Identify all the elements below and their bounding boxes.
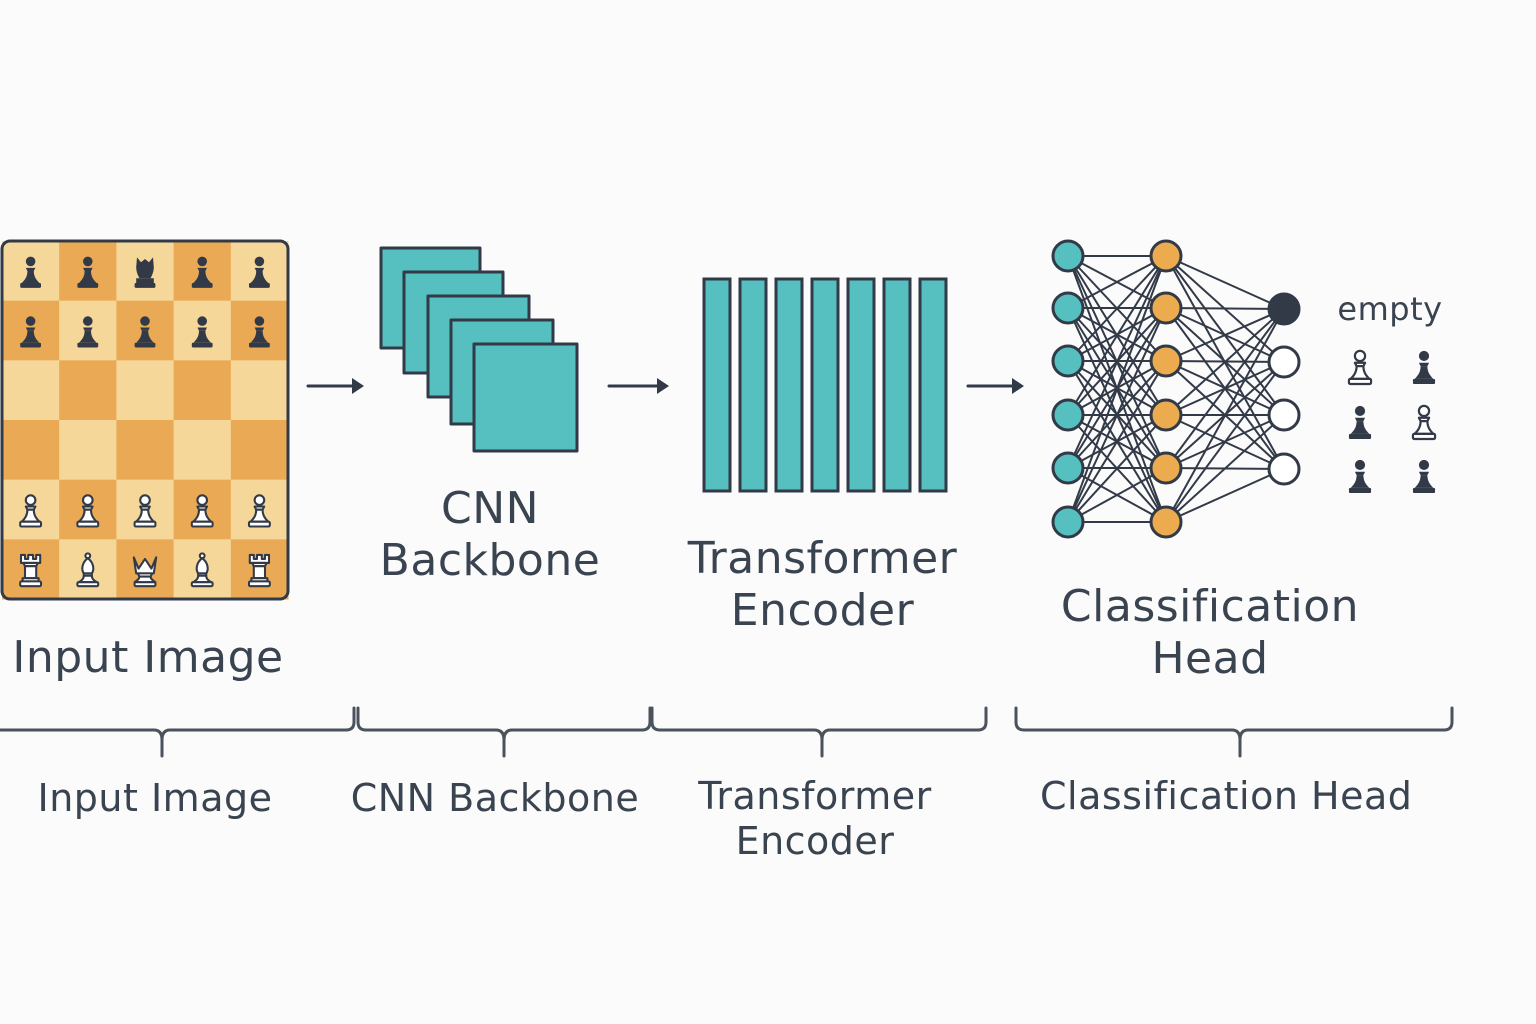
network-edge xyxy=(1165,308,1285,416)
input-node xyxy=(1051,505,1085,539)
network-edge xyxy=(1067,255,1167,416)
classification-label-line2: Head xyxy=(1151,632,1269,684)
output-node xyxy=(1267,292,1301,326)
classification-label-line1: Classification xyxy=(1060,581,1360,632)
network-edge xyxy=(1165,308,1285,523)
bracket-label-cnn-backbone: CNN Backbone xyxy=(350,776,640,820)
arrow-1 xyxy=(306,378,364,394)
bracket-transformer-encoder xyxy=(650,706,988,758)
network-edge xyxy=(1067,255,1167,469)
bracket-label-transformer-encoder: Transformer Encoder xyxy=(690,774,940,864)
transformer-layer xyxy=(738,277,768,493)
network-nodes xyxy=(1051,239,1301,539)
board-squares xyxy=(2,241,289,600)
network-edge xyxy=(1165,307,1285,310)
output-node xyxy=(1267,398,1301,432)
network-edge xyxy=(1067,360,1167,523)
network-edge xyxy=(1067,414,1167,523)
bracket-cnn-backbone xyxy=(356,706,652,758)
arrow-3 xyxy=(966,378,1024,394)
black-rook-icon xyxy=(134,257,156,288)
transformer-layer xyxy=(918,277,948,493)
input-node xyxy=(1051,239,1085,273)
board-border xyxy=(0,239,290,601)
black-pawn-icon xyxy=(1412,350,1436,384)
classification-network xyxy=(1051,239,1301,539)
network-edge xyxy=(1165,308,1285,362)
network-edge xyxy=(1165,255,1285,310)
network-edge xyxy=(1067,307,1167,523)
board-square xyxy=(2,360,60,421)
classification-head-label: Classification Head xyxy=(1040,581,1380,685)
network-edge xyxy=(1067,255,1167,523)
feature-map xyxy=(472,342,579,453)
network-edge xyxy=(1165,361,1285,523)
input-node xyxy=(1051,344,1085,378)
bracket-transformer-line2: Encoder xyxy=(735,818,895,863)
transformer-layer xyxy=(882,277,912,493)
transformer-encoder-label: Transformer Encoder xyxy=(680,533,965,637)
arrow-2 xyxy=(607,378,669,394)
bracket-label-classification-head: Classification Head xyxy=(1040,774,1413,818)
output-node xyxy=(1267,345,1301,379)
input-image-board xyxy=(0,239,290,601)
hidden-node xyxy=(1149,344,1183,378)
input-image-label: Input Image xyxy=(12,632,284,683)
hidden-node xyxy=(1149,505,1183,539)
transformer-label-line1: Transformer xyxy=(687,533,958,584)
board-square xyxy=(116,360,175,421)
network-edge xyxy=(1067,255,1167,309)
board-square xyxy=(230,420,289,481)
hidden-node xyxy=(1149,451,1183,485)
bracket-label-input-image: Input Image xyxy=(37,776,273,820)
network-edge xyxy=(1165,468,1285,523)
network-edge xyxy=(1165,414,1285,523)
board-square xyxy=(59,420,117,481)
hidden-node xyxy=(1149,239,1183,273)
network-edge xyxy=(1067,255,1167,362)
input-node xyxy=(1051,291,1085,325)
class-icons xyxy=(1347,349,1437,493)
hidden-node xyxy=(1149,291,1183,325)
input-node xyxy=(1051,398,1085,432)
cnn-backbone-label: CNN Backbone xyxy=(370,483,610,587)
empty-class-label: empty xyxy=(1337,290,1443,328)
cnn-label-line2: Backbone xyxy=(379,534,601,586)
transformer-layer xyxy=(846,277,876,493)
network-edge xyxy=(1165,308,1285,469)
output-node xyxy=(1267,452,1301,486)
board-square xyxy=(59,360,117,421)
bracket-transformer-line1: Transformer xyxy=(698,774,932,818)
white-pawn-icon xyxy=(1347,349,1373,386)
transformer-layer xyxy=(810,277,840,493)
cnn-label-line1: CNN xyxy=(440,483,540,534)
board-square xyxy=(173,420,232,481)
black-pawn-icon xyxy=(1412,459,1436,493)
input-node xyxy=(1051,451,1085,485)
network-edge xyxy=(1067,467,1167,523)
black-pawn-icon xyxy=(1348,405,1372,439)
board-square xyxy=(116,420,175,481)
hidden-node xyxy=(1149,398,1183,432)
black-pawn-icon xyxy=(1348,459,1372,493)
transformer-layer xyxy=(702,277,732,493)
transformer-label-line2: Encoder xyxy=(730,584,915,636)
white-pawn-icon xyxy=(1411,404,1437,441)
transformer-layer xyxy=(774,277,804,493)
board-square xyxy=(173,360,232,421)
board-square xyxy=(230,360,289,421)
bracket-input-image xyxy=(0,706,356,758)
cnn-feature-maps xyxy=(379,246,579,453)
board-square xyxy=(2,420,60,481)
bracket-classification-head xyxy=(1014,706,1454,758)
transformer-layers xyxy=(702,277,948,493)
